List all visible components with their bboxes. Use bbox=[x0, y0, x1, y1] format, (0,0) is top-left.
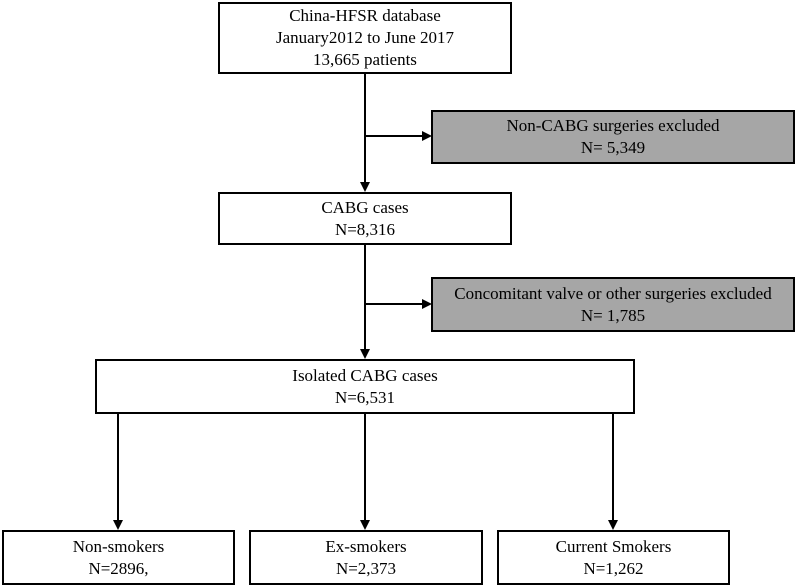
non-cabg-excluded-box: Non-CABG surgeries excluded N= 5,349 bbox=[431, 110, 795, 164]
non-cabg-label: Non-CABG surgeries excluded bbox=[506, 116, 720, 135]
database-title: China-HFSR database bbox=[289, 6, 441, 25]
concomitant-label: Concomitant valve or other surgeries exc… bbox=[454, 283, 772, 303]
cabg-cases-box: CABG cases N=8,316 bbox=[218, 192, 512, 245]
isolated-cabg-box: Isolated CABG cases N=6,531 bbox=[95, 359, 635, 414]
cabg-cases-count: N=8,316 bbox=[334, 219, 396, 239]
database-period: January2012 to June 2017 bbox=[275, 28, 454, 47]
current-smokers-box: Current Smokers N=1,262 bbox=[497, 530, 730, 585]
ex-smokers-count: N=2,373 bbox=[335, 558, 397, 578]
non-smokers-count: N=2896, bbox=[88, 558, 149, 578]
current-smokers-label: Current Smokers bbox=[555, 536, 672, 556]
database-count: 13,665 patients bbox=[313, 50, 417, 69]
database-box: China-HFSR database January2012 to June … bbox=[218, 2, 512, 74]
non-cabg-count: N= 5,349 bbox=[580, 138, 646, 157]
current-smokers-count: N=1,262 bbox=[583, 558, 644, 578]
isolated-cabg-label: Isolated CABG cases bbox=[292, 365, 438, 385]
isolated-cabg-count: N=6,531 bbox=[334, 387, 396, 407]
cabg-cases-label: CABG cases bbox=[321, 197, 409, 217]
non-smokers-label: Non-smokers bbox=[72, 536, 165, 556]
ex-smokers-box: Ex-smokers N=2,373 bbox=[249, 530, 483, 585]
ex-smokers-label: Ex-smokers bbox=[325, 536, 407, 556]
concomitant-excluded-box: Concomitant valve or other surgeries exc… bbox=[431, 277, 795, 332]
non-smokers-box: Non-smokers N=2896, bbox=[2, 530, 235, 585]
concomitant-count: N= 1,785 bbox=[580, 305, 646, 325]
